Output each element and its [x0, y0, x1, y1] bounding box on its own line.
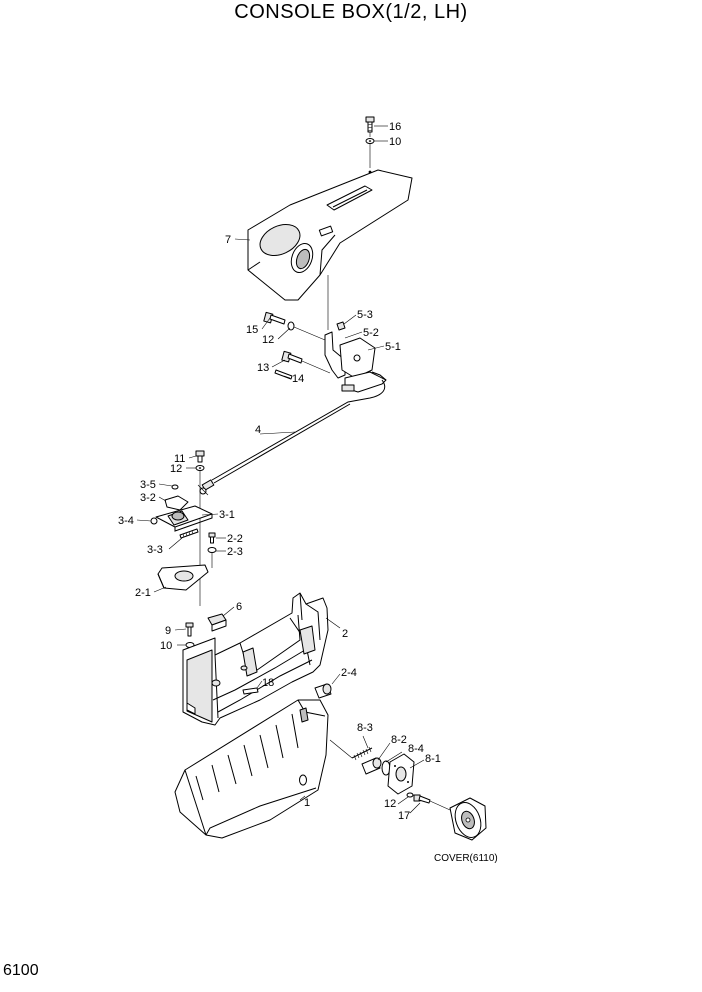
part-2-3-washer	[207, 547, 217, 553]
callout-12-lower: 12	[384, 798, 396, 810]
leader-lines	[136, 125, 425, 814]
part-12-washer-2	[195, 465, 205, 471]
callout-2-1: 2-1	[135, 587, 151, 599]
part-14-pin	[274, 369, 293, 380]
part-6-clip	[207, 613, 227, 632]
part-7-console-cover	[247, 169, 413, 301]
callout-2-4: 2-4	[341, 667, 357, 679]
callout-8-1: 8-1	[425, 753, 441, 765]
callout-10-mid: 10	[160, 640, 172, 652]
part-12-washer	[287, 321, 295, 331]
callout-5-1: 5-1	[385, 341, 401, 353]
callout-12-upper: 12	[262, 334, 274, 346]
callout-2-3: 2-3	[227, 546, 243, 558]
part-16-screw	[365, 116, 375, 133]
callout-11: 11	[174, 453, 185, 465]
callout-14: 14	[292, 373, 304, 385]
callout-8-4: 8-4	[408, 743, 424, 755]
part-9-bolt	[185, 622, 194, 637]
callout-2-2: 2-2	[227, 533, 243, 545]
callout-10-top: 10	[389, 136, 401, 148]
part-8-2-shaft	[361, 757, 382, 775]
part-10-washer-top	[365, 138, 375, 144]
callout-16: 16	[389, 121, 401, 133]
callout-4: 4	[255, 424, 261, 436]
part-8-1-flange	[387, 753, 415, 795]
callout-9: 9	[165, 625, 171, 637]
callout-8-3: 8-3	[357, 722, 373, 734]
callout-18: 18	[262, 677, 274, 689]
callout-1: 1	[304, 797, 310, 809]
callout-15: 15	[246, 324, 258, 336]
part-3-5-nut	[171, 484, 179, 490]
callout-2: 2	[342, 628, 348, 640]
part-2-1-mounting-bracket	[157, 564, 209, 591]
callout-8-2: 8-2	[391, 734, 407, 746]
part-5-3-nut	[336, 321, 346, 331]
callout-3-5: 3-5	[140, 479, 156, 491]
part-4-control-cable	[199, 379, 386, 495]
part-5-1-cable-bracket	[341, 371, 387, 393]
part-5-2-bracket	[324, 331, 376, 379]
callout-6: 6	[236, 601, 242, 613]
part-3-2-bracket	[164, 495, 189, 511]
part-8-3-spring	[351, 746, 373, 761]
part-2-2-bolt	[208, 532, 216, 544]
part-2-4-bushing	[314, 683, 332, 699]
callout-12-mid: 12	[170, 463, 182, 475]
armrest-cover-reference	[429, 797, 487, 841]
callout-3-2: 3-2	[140, 492, 156, 504]
callout-5-3: 5-3	[357, 309, 373, 321]
diagram-title: CONSOLE BOX(1/2, LH)	[234, 1, 468, 23]
screw-hole-mark	[368, 170, 372, 174]
callout-3-3: 3-3	[147, 544, 163, 556]
callout-5-2: 5-2	[363, 327, 379, 339]
part-11-bolt	[195, 450, 205, 463]
part-2-console-frame	[182, 592, 341, 726]
callout-3-1: 3-1	[219, 509, 235, 521]
callout-17: 17	[398, 810, 410, 822]
part-3-3-pin	[179, 528, 199, 539]
part-13-bolt	[281, 350, 303, 364]
callout-13: 13	[257, 362, 269, 374]
part-1-lower-box	[174, 699, 329, 839]
callout-7: 7	[225, 234, 231, 246]
part-17-bolt	[413, 794, 431, 804]
callout-3-4: 3-4	[118, 515, 134, 527]
part-12-washer-3	[406, 792, 414, 798]
part-18-bolt	[242, 687, 259, 695]
page-number: 6100	[3, 962, 39, 979]
cover-reference-label: COVER(6110)	[434, 853, 498, 864]
part-15-bolt	[263, 311, 286, 325]
part-3-4-screw	[150, 517, 158, 525]
part-3-1-clamp-plate	[155, 505, 213, 532]
callout-labels: 16 10 7 5-3 15 5-2 12 5-1 13 14 4 11 12 …	[118, 121, 498, 864]
